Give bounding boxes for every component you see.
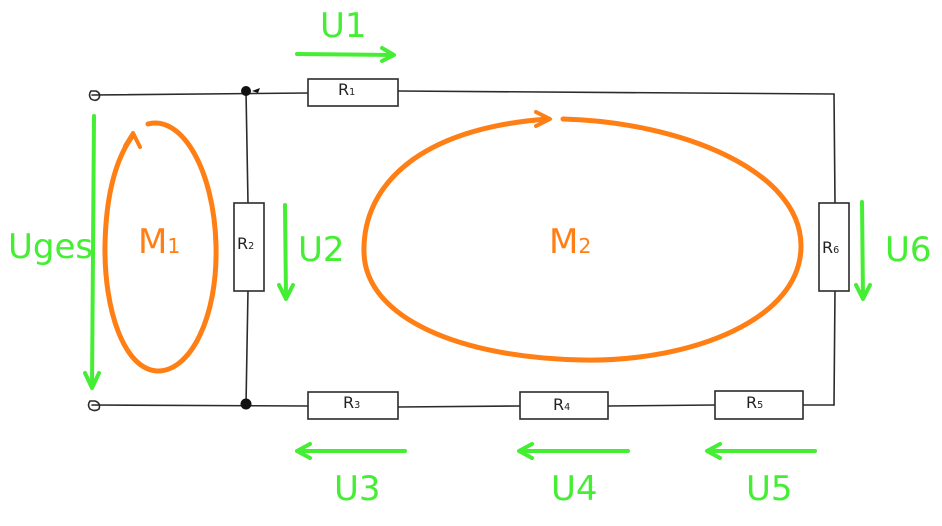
junction-top	[241, 86, 251, 96]
arrow-uges	[83, 114, 101, 390]
resistor-r1-body	[307, 78, 399, 107]
arrow-u5	[705, 442, 817, 460]
arrow-u6	[854, 200, 872, 301]
label-u4: U4	[551, 469, 598, 509]
label-u1: U1	[320, 6, 367, 46]
terminal-bottom	[87, 400, 101, 412]
label-u5: U5	[746, 469, 793, 509]
wire-right-lower	[833, 289, 836, 406]
junction-top-tail	[252, 88, 260, 93]
label-resistor-r1: R1	[338, 80, 356, 99]
wire-bottom-left	[91, 404, 309, 407]
voltage-arrows	[83, 46, 872, 460]
mesh-m1-loop	[102, 120, 219, 374]
label-resistor-r2: R2	[237, 234, 255, 253]
label-uges: Uges	[8, 227, 94, 267]
resistor-r5-body	[714, 390, 804, 420]
label-u3: U3	[334, 469, 381, 509]
mesh-m2-loop	[361, 110, 804, 363]
resistor-bodies	[233, 78, 850, 420]
label-mesh-m2: M2	[549, 222, 592, 262]
arrow-u3	[295, 442, 407, 460]
label-resistor-r4: R4	[553, 395, 571, 414]
wire-top-right	[397, 90, 835, 95]
wire-bottom-r4-r5	[607, 404, 716, 407]
wires	[91, 90, 836, 408]
wire-middle-upper	[245, 90, 249, 204]
wire-top-left	[91, 92, 309, 96]
wire-right-upper	[833, 93, 836, 204]
label-resistor-r3: R3	[343, 393, 361, 412]
wire-middle-lower	[245, 289, 249, 406]
label-u6: U6	[885, 230, 932, 270]
label-resistor-r6: R6	[822, 238, 840, 257]
arrow-u4	[517, 442, 630, 460]
arrow-u2	[277, 203, 295, 301]
resistor-r4-body	[519, 391, 609, 420]
wire-bottom-r3-r4	[397, 405, 521, 408]
mesh-loops	[102, 110, 804, 374]
resistor-r2-body	[233, 202, 265, 292]
label-mesh-m1: M1	[138, 222, 181, 262]
label-resistor-r5: R5	[746, 393, 764, 412]
terminal-top	[88, 90, 101, 102]
label-u2: U2	[298, 230, 345, 270]
arrow-u1	[295, 46, 396, 63]
resistor-r3-body	[307, 391, 399, 420]
terminals	[87, 86, 260, 412]
resistor-r6-body	[818, 202, 850, 292]
junction-bottom	[240, 398, 252, 410]
